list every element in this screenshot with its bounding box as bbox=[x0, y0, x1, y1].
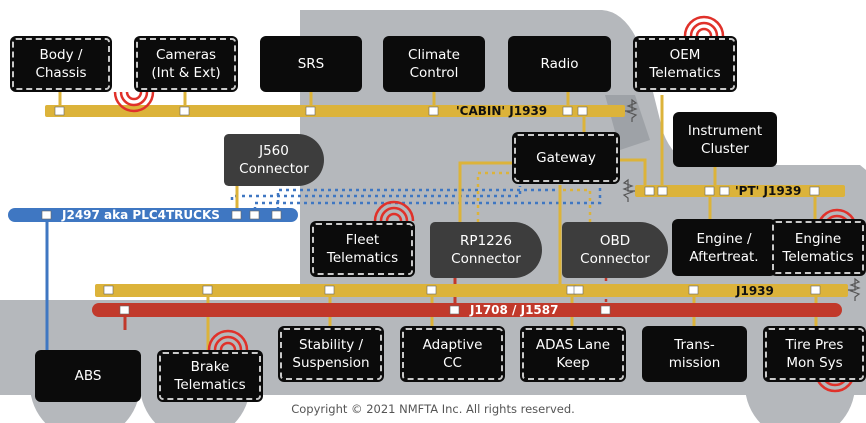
wireless-arc-3-2 bbox=[207, 329, 249, 351]
wireless-arc-2-0 bbox=[385, 212, 403, 222]
pt-bus-label: 'PT' J1939 bbox=[735, 184, 802, 198]
bus-port-14 bbox=[426, 285, 437, 295]
bus-port-21 bbox=[600, 305, 611, 315]
wireless-arc-0-1 bbox=[119, 91, 149, 107]
j2497-dotted-2 bbox=[253, 188, 602, 210]
bus-port-9 bbox=[719, 186, 730, 196]
bus-port-24 bbox=[249, 210, 260, 220]
bus-port-7 bbox=[657, 186, 668, 196]
bus-port-0 bbox=[54, 106, 65, 116]
bus-port-20 bbox=[449, 305, 460, 315]
j2497-bus-label: J2497 aka PLC4TRUCKS bbox=[62, 208, 220, 222]
j1939-bus bbox=[95, 284, 848, 297]
cabin-drops bbox=[58, 92, 570, 107]
wireless-arc-0-0 bbox=[125, 91, 143, 101]
transmission-node[interactable]: Trans- mission bbox=[642, 326, 747, 382]
j2497-bus bbox=[8, 208, 298, 222]
stability-suspension-node[interactable]: Stability / Suspension bbox=[278, 326, 384, 382]
wireless-arc-3-0 bbox=[219, 341, 237, 351]
fleet-telematics-node[interactable]: Fleet Telematics bbox=[310, 221, 415, 277]
terminators bbox=[622, 98, 861, 301]
adas-lane-keep-node[interactable]: ADAS Lane Keep bbox=[520, 326, 626, 382]
wireless-arc-2-1 bbox=[379, 206, 409, 222]
wireless-arc-2-2 bbox=[373, 200, 415, 222]
gateway-to-rp1226 bbox=[458, 161, 514, 222]
bus-port-22 bbox=[41, 210, 52, 220]
rp1226-dotted-yellow bbox=[476, 171, 514, 222]
terminator-j1939 bbox=[848, 277, 861, 301]
srs-node[interactable]: SRS bbox=[260, 36, 362, 92]
rp1226-connector[interactable]: RP1226 Connector bbox=[430, 222, 542, 278]
copyright-text: Copyright © 2021 NMFTA Inc. All rights r… bbox=[291, 402, 575, 416]
terminator-cabin bbox=[625, 98, 638, 122]
bus-port-23 bbox=[231, 210, 242, 220]
radio-node[interactable]: Radio bbox=[508, 36, 611, 92]
bus-port-3 bbox=[428, 106, 439, 116]
bus-port-12 bbox=[202, 285, 213, 295]
abs-node[interactable]: ABS bbox=[35, 350, 141, 402]
adaptive-cc-node[interactable]: Adaptive CC bbox=[400, 326, 505, 382]
gateway-node[interactable]: Gateway bbox=[512, 132, 620, 184]
wireless-arc-1-1 bbox=[689, 21, 719, 37]
bus-port-markers bbox=[41, 106, 821, 315]
engine-telematics-node[interactable]: Engine Telematics bbox=[770, 219, 866, 276]
bus-port-2 bbox=[305, 106, 316, 116]
j1939-bus-label: J1939 bbox=[736, 284, 774, 298]
brake-telematics-node[interactable]: Brake Telematics bbox=[157, 350, 263, 402]
j2497-dotted-wiring bbox=[230, 186, 602, 210]
bus-port-16 bbox=[573, 285, 584, 295]
instrument-cluster-node[interactable]: Instrument Cluster bbox=[673, 112, 777, 167]
engine-aftertreat-node[interactable]: Engine / Aftertreat. bbox=[672, 219, 776, 276]
wireless-arc-3-1 bbox=[213, 335, 243, 351]
bus-port-13 bbox=[324, 285, 335, 295]
oem-telematics-node[interactable]: OEM Telematics bbox=[633, 36, 737, 92]
cameras-node[interactable]: Cameras (Int & Ext) bbox=[134, 36, 238, 92]
climate-control-node[interactable]: Climate Control bbox=[383, 36, 485, 92]
wireless-arc-1-0 bbox=[695, 27, 713, 37]
bus-port-25 bbox=[271, 210, 282, 220]
bus-port-10 bbox=[809, 186, 820, 196]
j1708-bus-label: J1708 / J1587 bbox=[470, 303, 559, 317]
cabin-bus bbox=[45, 105, 625, 117]
tire-pres-node[interactable]: Tire Pres Mon Sys bbox=[763, 326, 866, 382]
j1708-bus bbox=[92, 303, 842, 317]
body-chassis-node[interactable]: Body / Chassis bbox=[10, 36, 112, 92]
bus-port-5 bbox=[577, 106, 588, 116]
bus-port-6 bbox=[644, 186, 655, 196]
j560-connector[interactable]: J560 Connector bbox=[224, 134, 324, 186]
bus-port-8 bbox=[704, 186, 715, 196]
bus-port-17 bbox=[688, 285, 699, 295]
obd-dotted-yellow bbox=[560, 188, 592, 222]
bus-port-19 bbox=[119, 305, 130, 315]
cabin-bus-label: 'CABIN' J1939 bbox=[456, 104, 548, 118]
dotted-yellow-wiring bbox=[476, 171, 592, 222]
gateway-to-pt bbox=[618, 158, 647, 187]
pt-drops bbox=[708, 195, 817, 220]
bus-port-11 bbox=[103, 285, 114, 295]
obd-connector[interactable]: OBD Connector bbox=[562, 222, 668, 278]
wireless-arc-0-2 bbox=[113, 91, 155, 113]
bus-port-1 bbox=[179, 106, 190, 116]
bus-port-4 bbox=[562, 106, 573, 116]
terminator-pt bbox=[622, 178, 635, 202]
pt-bus bbox=[635, 185, 845, 197]
bus-port-18 bbox=[810, 285, 821, 295]
wireless-arc-1-2 bbox=[683, 15, 725, 37]
